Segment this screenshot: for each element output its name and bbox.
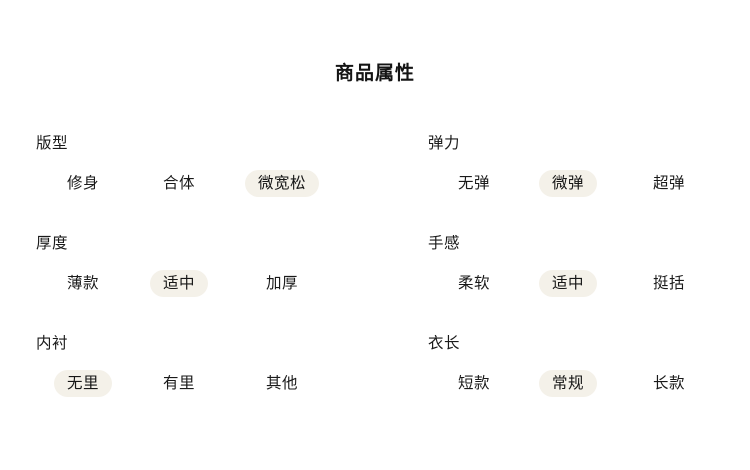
- attribute-option[interactable]: 其他: [265, 374, 298, 392]
- attribute-group-label: 衣长: [428, 334, 461, 352]
- attribute-group-label: 厚度: [36, 234, 69, 252]
- attribute-group: 手感柔软 适中 挺括: [396, 232, 750, 332]
- attribute-option-row: 短款 常规 长款: [428, 370, 722, 397]
- page-title: 商品属性: [334, 62, 415, 84]
- attribute-option[interactable]: 有里: [162, 374, 195, 392]
- attribute-option-row: 无里 有里 其他: [36, 370, 336, 397]
- attribute-group-label: 内衬: [36, 334, 69, 352]
- attribute-option-row: 柔软 适中 挺括: [428, 270, 722, 297]
- attribute-group: 内衬无里 有里 其他: [0, 332, 396, 432]
- attribute-option[interactable]: 长款: [652, 374, 685, 392]
- attribute-group-grid: 版型修身 合体 微宽松 弹力无弹 微弹 超弹厚度薄款 适中 加厚 手感柔软 适中 挺括内衬无里 有里 其…: [0, 132, 750, 432]
- attribute-group-label: 弹力: [428, 134, 461, 152]
- attribute-option-selected[interactable]: 常规: [538, 370, 597, 397]
- attribute-option-row: 无弹 微弹 超弹: [428, 170, 722, 197]
- attribute-option-selected[interactable]: 微宽松: [244, 170, 319, 197]
- attribute-group-label: 版型: [36, 134, 69, 152]
- attribute-group: 弹力无弹 微弹 超弹: [396, 132, 750, 232]
- attribute-option[interactable]: 超弹: [652, 174, 685, 192]
- attribute-option[interactable]: 合体: [162, 174, 195, 192]
- attribute-group: 衣长短款 常规 长款: [396, 332, 750, 432]
- attribute-option[interactable]: 修身: [66, 174, 99, 192]
- attribute-option-row: 修身 合体 微宽松: [36, 170, 336, 197]
- attribute-group: 版型修身 合体 微宽松: [0, 132, 396, 232]
- attribute-group-label: 手感: [428, 234, 461, 252]
- attribute-group: 厚度薄款 适中 加厚: [0, 232, 396, 332]
- attribute-option[interactable]: 柔软: [457, 274, 490, 292]
- attribute-option[interactable]: 短款: [457, 374, 490, 392]
- attribute-option-selected[interactable]: 微弹: [538, 170, 597, 197]
- attribute-option[interactable]: 无弹: [457, 174, 490, 192]
- attribute-option-selected[interactable]: 无里: [53, 370, 112, 397]
- attribute-option-selected[interactable]: 适中: [149, 270, 208, 297]
- attribute-option-row: 薄款 适中 加厚: [36, 270, 336, 297]
- attribute-option-selected[interactable]: 适中: [538, 270, 597, 297]
- attribute-option[interactable]: 挺括: [652, 274, 685, 292]
- attribute-option[interactable]: 薄款: [66, 274, 99, 292]
- attribute-option[interactable]: 加厚: [265, 274, 298, 292]
